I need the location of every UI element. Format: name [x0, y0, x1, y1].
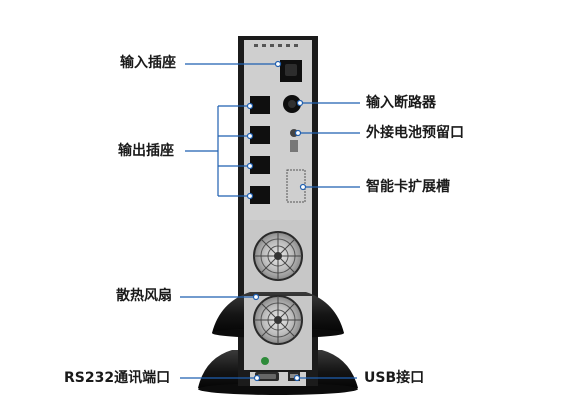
input-socket: [280, 60, 302, 82]
label-usb: USB接口: [364, 370, 425, 386]
top-vents: [254, 44, 298, 47]
label-fan: 散热风扇: [116, 288, 172, 304]
usb-port: [288, 372, 300, 381]
fan-lower: [244, 295, 312, 345]
label-smart-slot: 智能卡扩展槽: [366, 179, 450, 195]
rs232-port: [255, 372, 279, 381]
label-rs232: RS232通讯端口: [64, 370, 171, 386]
output-sockets: [250, 96, 270, 204]
leader-dots: [246, 60, 307, 382]
leader-lines: [180, 63, 360, 379]
fan-upper: [253, 231, 303, 281]
input-breaker: [283, 95, 301, 113]
label-battery-port: 外接电池预留口: [366, 125, 464, 141]
ground-terminal: [261, 357, 269, 365]
label-input-socket: 输入插座: [120, 55, 176, 71]
label-output-socket: 输出插座: [118, 143, 174, 159]
label-breaker: 输入断路器: [366, 95, 436, 111]
